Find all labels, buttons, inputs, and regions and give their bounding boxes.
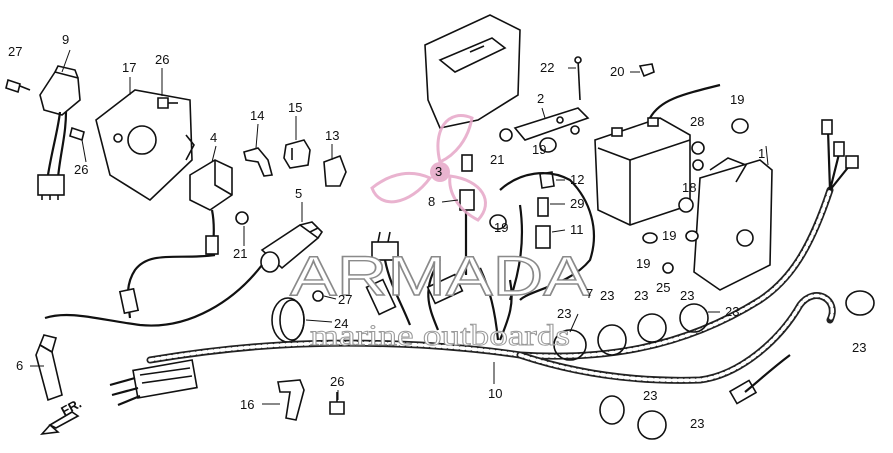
part-25-bolt	[662, 262, 674, 274]
part-28-bolt	[691, 141, 705, 155]
callout-28: 28	[690, 114, 704, 129]
callout-24: 24	[334, 316, 348, 331]
part-27-screw-lower	[312, 290, 324, 302]
part-2-battery-bracket	[513, 107, 590, 141]
callout-25: 25	[656, 280, 670, 295]
direction-label: FR.	[58, 396, 84, 419]
part-20-nut	[638, 63, 655, 78]
part-9-relay	[37, 65, 81, 200]
callout-19: 19	[532, 142, 546, 157]
callout-14: 14	[250, 108, 264, 123]
watermark-title: ARMADA	[290, 244, 591, 307]
callout-9: 9	[62, 32, 69, 47]
part-26-bolt-upper	[157, 97, 178, 109]
part-6-plug-cap	[35, 334, 63, 402]
callout-11: 11	[570, 222, 584, 237]
callout-7: 7	[586, 286, 593, 301]
callout-15: 15	[288, 100, 302, 115]
callout-6: 6	[16, 358, 23, 373]
callout-8: 8	[428, 194, 435, 209]
callout-19: 19	[730, 92, 744, 107]
part-19-cap-right	[731, 118, 749, 134]
part-23-bands	[553, 290, 875, 440]
callout-26: 26	[330, 374, 344, 389]
callout-22: 22	[540, 60, 554, 75]
part-3-cover	[424, 14, 521, 129]
part-18-nut	[678, 159, 704, 213]
part-26-bolt-left	[69, 126, 85, 142]
callout-12: 12	[570, 172, 584, 187]
part-16-clamp	[277, 379, 305, 421]
callout-23: 23	[725, 304, 739, 319]
part-27-bolt	[5, 78, 31, 94]
callout-16: 16	[240, 397, 254, 412]
watermark-logo	[370, 114, 487, 222]
callout-23: 23	[634, 288, 648, 303]
part-29-fuse	[537, 197, 549, 217]
part-21-washer	[499, 128, 513, 142]
callout-17: 17	[122, 60, 136, 75]
callout-19: 19	[662, 228, 676, 243]
part-21-nut	[235, 211, 249, 225]
part-15-clip	[283, 139, 311, 169]
callout-23: 23	[680, 288, 694, 303]
part-14-clip	[243, 147, 274, 177]
callout-26: 26	[74, 162, 88, 177]
callout-23: 23	[557, 306, 571, 321]
callout-19: 19	[636, 256, 650, 271]
callout-21: 21	[233, 246, 247, 261]
callout-4: 4	[210, 130, 217, 145]
callout-2: 2	[537, 91, 544, 106]
callout-26: 26	[155, 52, 169, 67]
callout-19: 19	[494, 220, 508, 235]
callout-23: 23	[600, 288, 614, 303]
callout-21: 21	[490, 152, 504, 167]
part-17-bracket	[95, 89, 195, 202]
callout-29: 29	[570, 196, 584, 211]
coil-wire	[126, 253, 216, 319]
part-19-grommet	[642, 230, 699, 244]
plug-wire	[44, 264, 263, 327]
fuse-wire-2	[508, 204, 524, 301]
callout-5: 5	[295, 186, 302, 201]
part-5-ignition-coil	[260, 221, 324, 273]
part-26-bolt-lower	[329, 392, 345, 415]
coil-connector	[118, 287, 140, 315]
watermark-subtitle: marine outboards	[310, 319, 570, 352]
harness-end-connector	[109, 359, 198, 407]
callout-13: 13	[325, 128, 339, 143]
callout-3: 3	[435, 164, 442, 179]
callout-20: 20	[610, 64, 624, 79]
part-13-cap	[323, 154, 347, 187]
callout-10: 10	[488, 386, 502, 401]
leader-lines	[30, 49, 769, 405]
part-1-regulator	[693, 157, 773, 291]
callout-27: 27	[8, 44, 22, 59]
part-19-grommet-center	[489, 137, 557, 230]
fuse-wire	[499, 172, 595, 301]
part-11-connector	[535, 225, 551, 249]
part-4-cdi-unit	[189, 159, 233, 256]
part-10-harness	[146, 119, 859, 405]
callout-23: 23	[643, 388, 657, 403]
harness-connectors	[365, 231, 513, 341]
part-8-terminal	[459, 154, 475, 211]
callout-27: 27	[338, 292, 352, 307]
part-7-battery	[594, 83, 721, 226]
callout-18: 18	[682, 180, 696, 195]
part-22-screw	[574, 56, 582, 101]
front-arrow	[39, 411, 80, 436]
callout-23: 23	[690, 416, 704, 431]
callout-23: 23	[852, 340, 866, 355]
callout-1: 1	[758, 146, 765, 161]
callouts: 27 9 17 26 26 4 14 15 13 5 21 27 24 6 FR…	[8, 32, 866, 431]
